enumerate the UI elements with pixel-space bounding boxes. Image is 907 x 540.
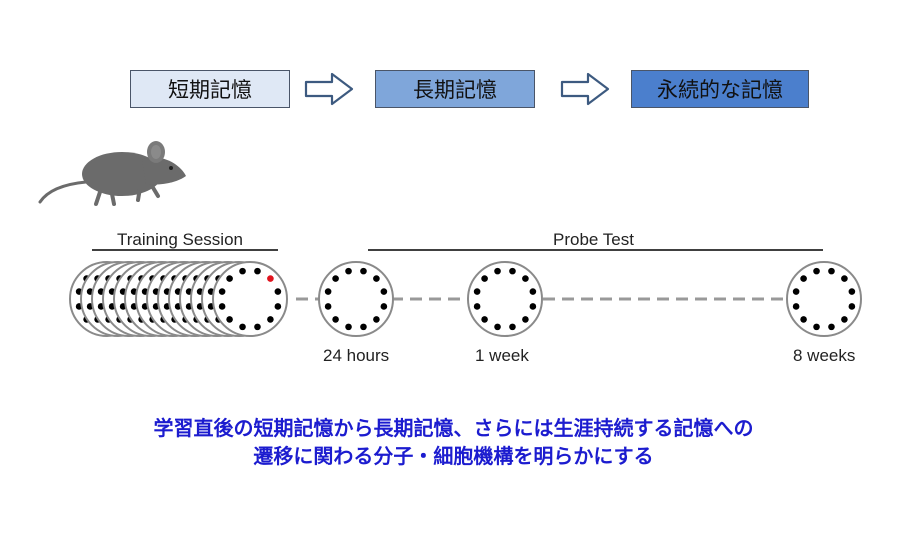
probe-test-arenas bbox=[318, 261, 862, 337]
hole bbox=[494, 323, 501, 331]
training-session-arenas bbox=[69, 261, 288, 337]
hole bbox=[380, 288, 388, 295]
hole bbox=[800, 275, 807, 282]
hole bbox=[332, 316, 339, 323]
stage-permanent-memory: 永続的な記憶 bbox=[631, 70, 809, 108]
stage-label: 永続的な記憶 bbox=[657, 78, 783, 102]
arena-pool bbox=[786, 261, 862, 337]
hole bbox=[373, 316, 380, 323]
hole bbox=[274, 303, 282, 310]
hole bbox=[332, 275, 339, 282]
hole bbox=[481, 275, 488, 282]
arena-pool bbox=[212, 261, 288, 337]
hole bbox=[841, 275, 848, 282]
hole bbox=[218, 288, 226, 295]
hole bbox=[267, 316, 274, 323]
stage-label: 短期記憶 bbox=[168, 78, 252, 102]
timepoint-label: 1 week bbox=[475, 346, 529, 365]
hole bbox=[841, 316, 848, 323]
hole bbox=[529, 288, 537, 295]
hole bbox=[254, 323, 261, 331]
stage-short-term-memory: 短期記憶 bbox=[130, 70, 290, 108]
hole bbox=[360, 323, 367, 331]
stage-label: 長期記憶 bbox=[413, 78, 497, 102]
probe-arena bbox=[786, 261, 862, 337]
hole bbox=[345, 267, 352, 275]
right-arrow-icon bbox=[304, 72, 354, 106]
target-hole bbox=[267, 275, 274, 282]
hole bbox=[218, 303, 226, 310]
arena-pool bbox=[318, 261, 394, 337]
hole bbox=[239, 267, 246, 275]
hole bbox=[274, 288, 282, 295]
timepoint-label: 8 weeks bbox=[793, 346, 856, 365]
hole bbox=[813, 323, 820, 331]
hole bbox=[522, 275, 529, 282]
hole bbox=[509, 267, 516, 275]
hole bbox=[345, 323, 352, 331]
hole bbox=[473, 303, 481, 310]
hole bbox=[529, 303, 537, 310]
hole bbox=[848, 288, 856, 295]
hole bbox=[494, 267, 501, 275]
hole bbox=[226, 316, 233, 323]
hole bbox=[813, 267, 820, 275]
hole bbox=[481, 316, 488, 323]
hole bbox=[254, 267, 261, 275]
arena-pool bbox=[467, 261, 543, 337]
caption-line-2: 遷移に関わる分子・細胞機構を明らかにする bbox=[253, 444, 654, 468]
hole bbox=[380, 303, 388, 310]
hole bbox=[509, 323, 516, 331]
hole bbox=[360, 267, 367, 275]
right-arrow-icon bbox=[560, 72, 610, 106]
stage-long-term-memory: 長期記憶 bbox=[375, 70, 535, 108]
probe-arena bbox=[467, 261, 543, 337]
training-session-label: Training Session bbox=[117, 230, 243, 249]
hole bbox=[324, 288, 332, 295]
training-arena bbox=[212, 261, 288, 337]
hole bbox=[828, 323, 835, 331]
hole bbox=[373, 275, 380, 282]
hole bbox=[226, 275, 233, 282]
hole bbox=[792, 288, 800, 295]
probe-test-label: Probe Test bbox=[553, 230, 634, 249]
timepoint-label: 24 hours bbox=[323, 346, 390, 365]
hole bbox=[792, 303, 800, 310]
hole bbox=[324, 303, 332, 310]
hole bbox=[800, 316, 807, 323]
probe-arena bbox=[318, 261, 394, 337]
caption-line-1: 学習直後の短期記憶から長期記憶、さらには生涯持続する記憶への bbox=[153, 416, 754, 440]
hole bbox=[239, 323, 246, 331]
hole bbox=[473, 288, 481, 295]
hole bbox=[828, 267, 835, 275]
hole bbox=[522, 316, 529, 323]
hole bbox=[848, 303, 856, 310]
mouse-icon bbox=[38, 141, 186, 206]
